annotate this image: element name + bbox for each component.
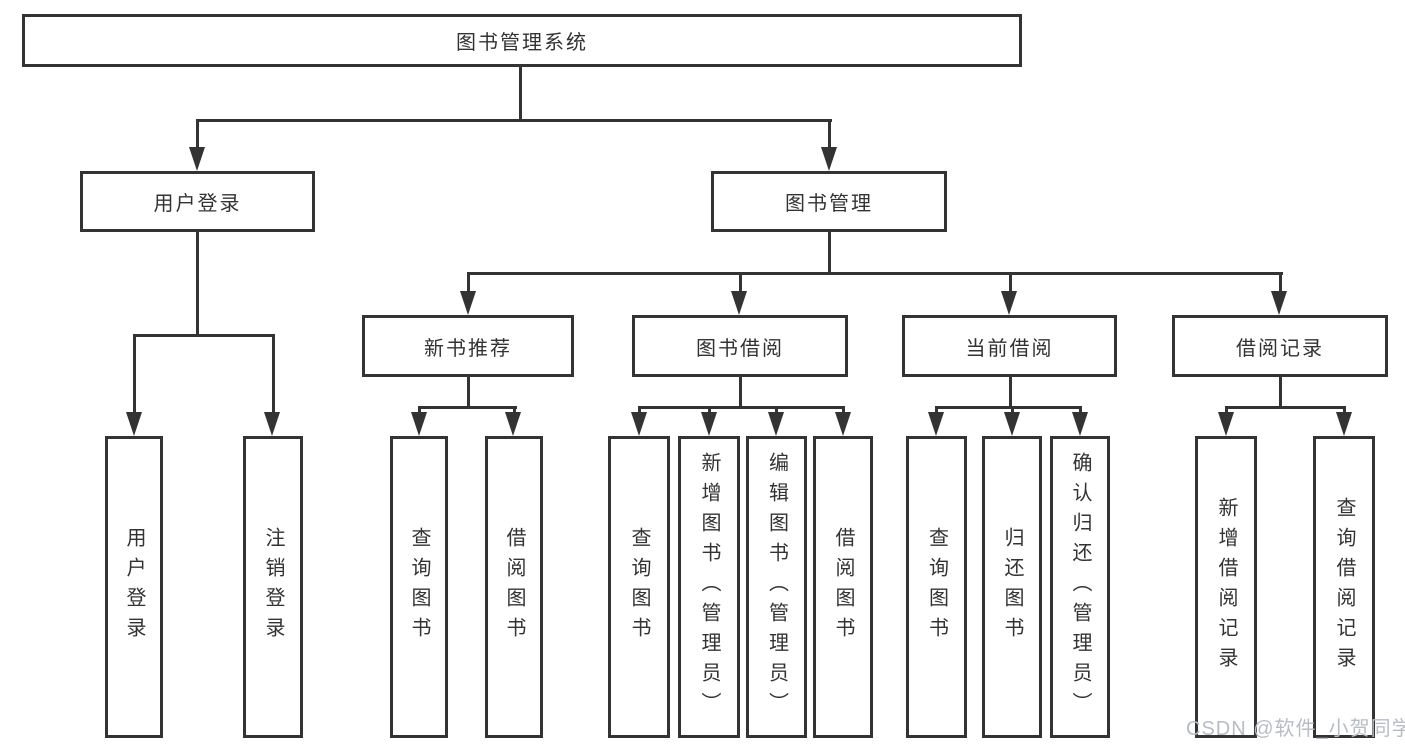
leaf-user-login: 用户登录	[105, 436, 163, 738]
node-borrowing-records: 借阅记录	[1172, 315, 1388, 377]
leaf-borrow-books-2: 借阅图书	[813, 436, 873, 738]
node-current-borrowing-label: 当前借阅	[965, 337, 1054, 360]
connector-borrowing-records-stem	[1279, 377, 1282, 409]
leaf-query-books-1-label: 查询图书	[408, 527, 430, 647]
leaf-confirm-return-admin-label: 确认归还（管理员）	[1069, 452, 1091, 722]
leaf-logout-label: 注销登录	[262, 527, 284, 647]
connector-to-leaf-logout-stub	[272, 334, 275, 416]
arrow-to-borrowing-records	[1271, 291, 1287, 315]
connector-root-stem	[519, 66, 522, 122]
leaf-add-books-admin-label: 新增图书（管理员）	[698, 452, 720, 722]
node-user-login-label: 用户登录	[153, 193, 242, 215]
connector-book-borrowing-crossbar	[638, 406, 845, 409]
connector-to-current-borrowing-stub	[1009, 272, 1012, 294]
leaf-query-books-2-label: 查询图书	[628, 527, 650, 647]
leaf-query-borrow-record-label: 查询借阅记录	[1333, 497, 1355, 677]
connector-root-crossbar	[196, 119, 832, 122]
arrow-to-book-borrowing	[731, 291, 747, 315]
leaf-add-books-admin: 新增图书（管理员）	[678, 436, 740, 738]
connector-to-borrowing-records-stub	[1279, 272, 1282, 294]
node-new-book-recommendation: 新书推荐	[362, 315, 574, 377]
leaf-borrow-books-1: 借阅图书	[485, 436, 543, 738]
leaf-query-books-3-label: 查询图书	[925, 527, 948, 647]
connector-book-management-crossbar	[467, 272, 1283, 275]
arrow-to-leaf-borrow2	[835, 412, 851, 436]
arrow-to-user-login	[189, 147, 205, 171]
leaf-borrow-books-1-label: 借阅图书	[503, 527, 525, 647]
leaf-query-books-3: 查询图书	[906, 436, 967, 738]
leaf-confirm-return-admin: 确认归还（管理员）	[1050, 436, 1110, 738]
node-book-management-label: 图书管理	[785, 193, 873, 215]
leaf-logout: 注销登录	[243, 436, 303, 738]
node-new-book-recommendation-label: 新书推荐	[424, 337, 512, 360]
node-book-borrowing: 图书借阅	[632, 315, 848, 377]
node-root-system: 图书管理系统	[22, 14, 1022, 67]
connector-current-borrowing-stem	[1009, 377, 1012, 409]
node-user-login: 用户登录	[80, 171, 315, 232]
leaf-add-borrow-record: 新增借阅记录	[1195, 436, 1257, 738]
leaf-query-borrow-record: 查询借阅记录	[1313, 436, 1375, 738]
connector-to-new-book-stub	[467, 272, 470, 294]
arrow-to-leaf-user-login	[126, 412, 142, 436]
leaf-return-books: 归还图书	[982, 436, 1042, 738]
arrow-to-current-borrowing	[1001, 291, 1017, 315]
leaf-add-borrow-record-label: 新增借阅记录	[1215, 497, 1237, 677]
connector-user-login-stem	[196, 232, 199, 337]
connector-to-book-management-stub	[828, 119, 831, 151]
connector-user-login-crossbar	[133, 334, 275, 337]
node-book-borrowing-label: 图书借阅	[696, 337, 784, 360]
connector-new-book-crossbar	[418, 406, 517, 409]
arrow-to-leaf-logout	[264, 412, 280, 436]
arrow-to-leaf-query1	[411, 412, 427, 436]
connector-to-leaf-user-login-stub	[133, 334, 136, 416]
arrow-to-leaf-add-record	[1218, 412, 1234, 436]
leaf-user-login-label: 用户登录	[123, 527, 145, 647]
connector-current-borrowing-crossbar	[935, 406, 1082, 409]
arrow-to-leaf-confirm-return	[1072, 412, 1088, 436]
arrow-to-book-management	[821, 147, 837, 171]
leaf-query-books-2: 查询图书	[608, 436, 670, 738]
connector-book-borrowing-stem	[739, 377, 742, 409]
arrow-to-leaf-query3	[928, 412, 944, 436]
node-borrowing-records-label: 借阅记录	[1236, 337, 1324, 360]
arrow-to-leaf-add-book	[701, 412, 717, 436]
node-current-borrowing: 当前借阅	[902, 315, 1117, 377]
csdn-watermark: CSDN @软件_小贺同学	[1186, 718, 1405, 740]
leaf-edit-books-admin: 编辑图书（管理员）	[746, 436, 807, 738]
leaf-borrow-books-2-label: 借阅图书	[832, 527, 854, 647]
connector-to-user-login-stub	[196, 119, 199, 151]
leaf-edit-books-admin-label: 编辑图书（管理员）	[765, 452, 788, 722]
node-book-management: 图书管理	[711, 171, 947, 232]
arrow-to-new-book	[460, 291, 476, 315]
node-root-label: 图书管理系统	[456, 32, 588, 54]
leaf-query-books-1: 查询图书	[390, 436, 448, 738]
connector-borrowing-records-crossbar	[1225, 406, 1346, 409]
arrow-to-leaf-query2	[631, 412, 647, 436]
arrow-to-leaf-borrow1	[505, 412, 521, 436]
arrow-to-leaf-return	[1004, 412, 1020, 436]
connector-new-book-stem	[467, 377, 470, 409]
arrow-to-leaf-query-record	[1336, 412, 1352, 436]
leaf-return-books-label: 归还图书	[1001, 527, 1023, 647]
connector-book-management-stem	[828, 232, 831, 275]
connector-to-book-borrowing-stub	[739, 272, 742, 294]
arrow-to-leaf-edit-book	[768, 412, 784, 436]
